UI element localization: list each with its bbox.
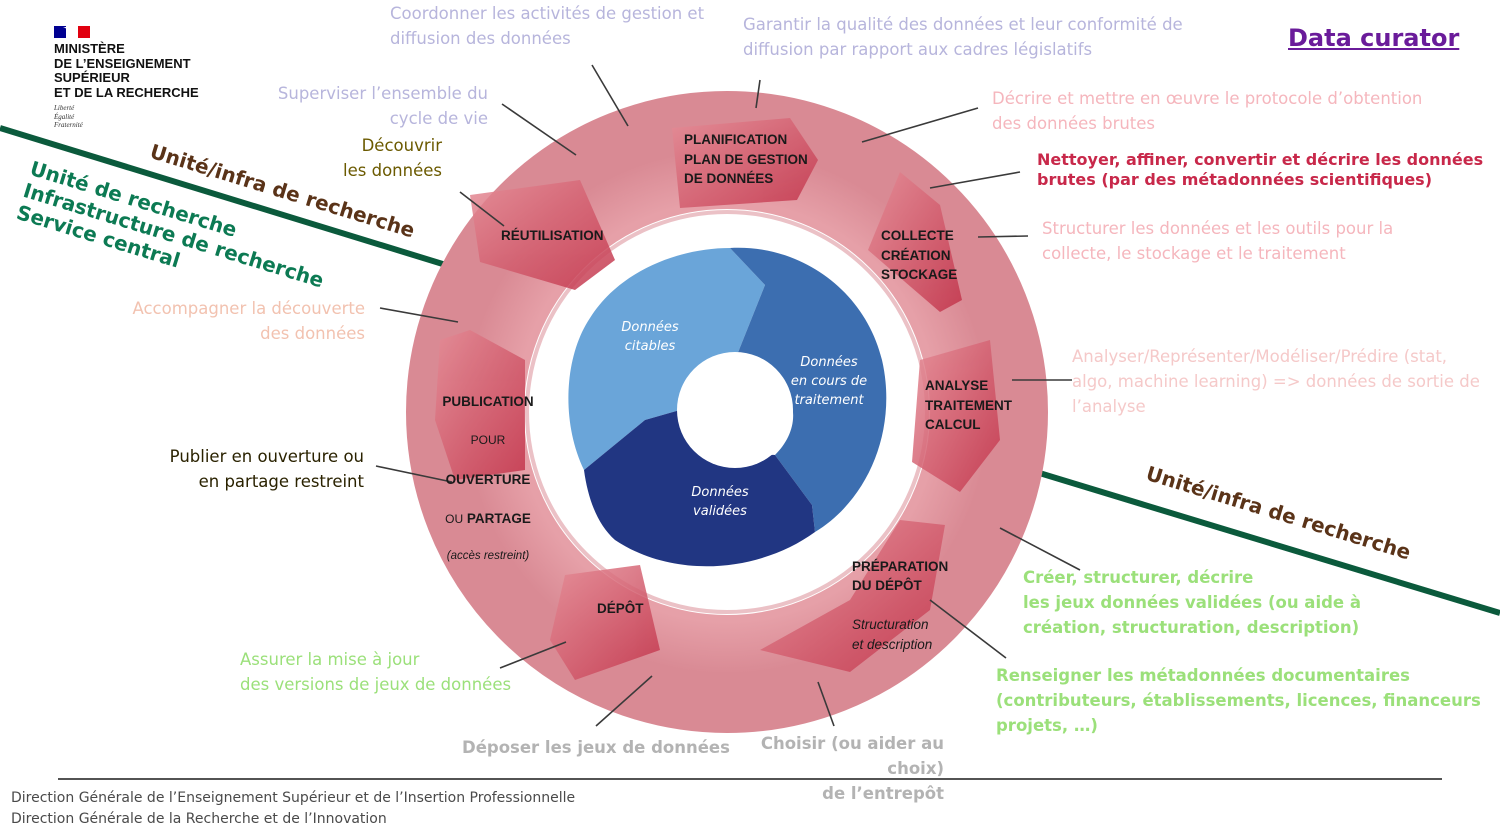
leader-choisir bbox=[817, 681, 835, 727]
stage-publication-ou: OU bbox=[445, 511, 464, 526]
stage-preparation: PRÉPARATION DU DÉPÔT Structuration et de… bbox=[852, 537, 948, 674]
stage-depot: DÉPÔT bbox=[597, 601, 644, 616]
arrow-depot bbox=[550, 565, 660, 680]
ministry-line: DE L’ENSEIGNEMENT bbox=[54, 55, 191, 71]
task-structurer: Structurer les données et les outils pou… bbox=[1042, 219, 1394, 263]
stage-publication-line: OU PARTAGE bbox=[438, 509, 538, 530]
footer-line: Direction Générale de l’Enseignement Sup… bbox=[11, 790, 576, 806]
task-accompagner: Accompagner la découverte des données bbox=[132, 299, 365, 343]
stage-arrows bbox=[435, 118, 1000, 680]
footer-line: Direction Générale de la Recherche et de… bbox=[11, 811, 387, 827]
leader-assurer bbox=[499, 641, 567, 669]
leader-lines bbox=[375, 64, 1081, 727]
arrow-publication bbox=[435, 330, 525, 480]
stage-publication-line: POUR bbox=[470, 432, 506, 447]
arrow-analyse bbox=[912, 340, 1000, 492]
motto-line: Égalité bbox=[54, 112, 75, 121]
leader-garantir bbox=[755, 79, 761, 109]
stage-collecte: COLLECTE CRÉATION STOCKAGE bbox=[881, 228, 958, 282]
zone-separator-bottom-right bbox=[1012, 462, 1500, 616]
stage-reutilisation: RÉUTILISATION bbox=[501, 228, 604, 243]
stage-preparation-title: PRÉPARATION DU DÉPÔT bbox=[852, 558, 949, 594]
marianne-flag-icon bbox=[54, 26, 90, 38]
task-assurer: Assurer la mise à jour des versions de j… bbox=[240, 650, 512, 694]
leader-creer bbox=[999, 527, 1081, 571]
leader-decouvrir bbox=[459, 191, 505, 227]
stage-publication-partage: PARTAGE bbox=[466, 510, 531, 526]
stage-publication-line: OUVERTURE bbox=[445, 471, 531, 487]
ministry-name: MINISTÈRE DE L’ENSEIGNEMENT SUPÉRIEUR ET… bbox=[54, 41, 199, 100]
ministry-line: ET DE LA RECHERCHE bbox=[54, 84, 199, 100]
task-superviser: Superviser l’ensemble du cycle de vie bbox=[277, 84, 488, 128]
task-renseigner: Renseigner les métadonnées documentaires… bbox=[996, 666, 1481, 735]
stage-publication-line: PUBLICATION bbox=[442, 393, 534, 409]
stage-preparation-sub: Structuration et description bbox=[852, 617, 933, 652]
segment-donnees-validees bbox=[584, 410, 815, 567]
motto-line: Liberté bbox=[54, 104, 75, 112]
stage-publication: PUBLICATION POUR OUVERTURE OU PARTAGE (a… bbox=[438, 372, 538, 583]
inner-label-validees: Données validées bbox=[691, 485, 749, 519]
stage-publication-line: (accès restreint) bbox=[446, 549, 530, 562]
task-nettoyer: Nettoyer, affiner, convertir et décrire … bbox=[1037, 150, 1484, 189]
leader-protocole bbox=[861, 107, 979, 143]
inner-hub bbox=[677, 352, 793, 468]
task-creer: Créer, structurer, décrire les jeux donn… bbox=[1023, 568, 1361, 637]
inner-label-citables: Données citables bbox=[621, 320, 679, 354]
task-decouvrir: Découvrir les données bbox=[343, 136, 442, 180]
task-choisir: Choisir (ou aider au choix) de l’entrepô… bbox=[760, 734, 944, 803]
task-deposer: Déposer les jeux de données bbox=[462, 738, 730, 757]
leader-deposer bbox=[595, 675, 653, 727]
task-analyser: Analyser/Représenter/Modéliser/Prédire (… bbox=[1072, 347, 1480, 416]
arrow-collecte bbox=[868, 172, 962, 312]
leader-structurer bbox=[977, 235, 1029, 238]
inner-label-traitement: Données en cours de traitement bbox=[790, 355, 868, 408]
leader-superviser bbox=[501, 103, 577, 156]
stage-planification: PLANIFICATION PLAN DE GESTION DE DONNÉES bbox=[684, 132, 808, 186]
leader-publier bbox=[375, 465, 453, 483]
task-coordonner: Coordonner les activités de gestion et d… bbox=[390, 4, 705, 48]
leader-nettoyer bbox=[929, 171, 1021, 189]
ministry-line: MINISTÈRE bbox=[54, 41, 125, 56]
ministry-line: SUPÉRIEUR bbox=[54, 70, 130, 85]
republic-motto: Liberté Égalité Fraternité bbox=[54, 104, 83, 130]
zone-separator-top-left bbox=[0, 125, 473, 276]
arrow-reutilisation bbox=[470, 180, 615, 290]
arrow-preparation bbox=[760, 520, 945, 672]
leader-accompagner bbox=[379, 307, 459, 323]
ministry-logo: MINISTÈRE DE L’ENSEIGNEMENT SUPÉRIEUR ET… bbox=[54, 24, 214, 134]
segment-donnees-traitement bbox=[730, 247, 887, 533]
task-garantir: Garantir la qualité des données et leur … bbox=[743, 15, 1183, 59]
arrow-planification bbox=[672, 118, 818, 208]
segment-donnees-citables bbox=[568, 248, 765, 470]
inner-data-ring bbox=[568, 247, 887, 567]
motto-line: Fraternité bbox=[54, 121, 83, 129]
leader-renseigner bbox=[929, 599, 1007, 659]
footer: Direction Générale de l’Enseignement Sup… bbox=[11, 788, 575, 830]
page-title: Data curator bbox=[1288, 24, 1460, 52]
leader-coordonner bbox=[591, 64, 629, 127]
stage-analyse: ANALYSE TRAITEMENT CALCUL bbox=[925, 378, 1012, 432]
task-decrire-protocole: Décrire et mettre en œuvre le protocole … bbox=[992, 89, 1423, 133]
task-publier: Publier en ouverture ou en partage restr… bbox=[169, 447, 364, 491]
